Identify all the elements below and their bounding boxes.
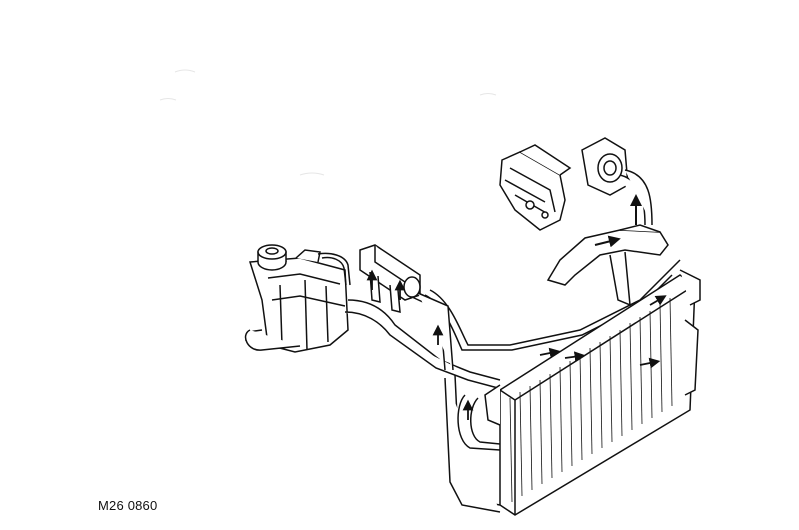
figure-code: M26 0860: [98, 498, 158, 513]
background-marks: [159, 69, 497, 176]
radiator: [484, 269, 701, 516]
engine-oil-cooler: [499, 144, 572, 231]
flow-arrows: [366, 269, 667, 420]
flow-arrow: [594, 235, 621, 248]
top-hose: [546, 224, 669, 307]
thermostat-housing: [581, 137, 653, 226]
